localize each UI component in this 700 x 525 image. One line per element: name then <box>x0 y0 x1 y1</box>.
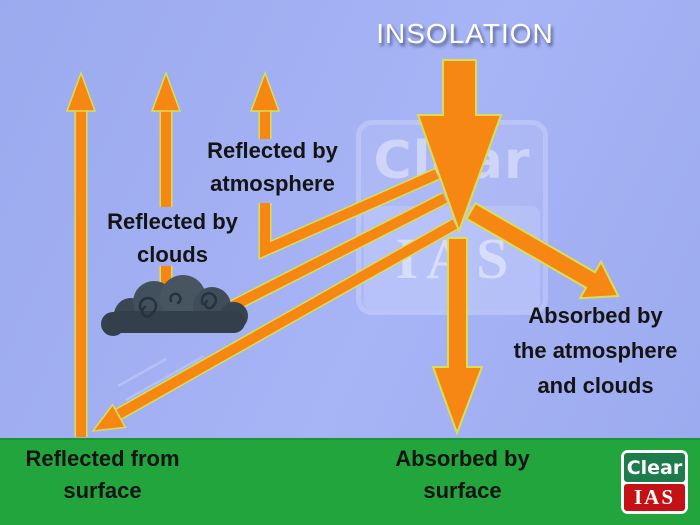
ground-surface <box>0 438 700 525</box>
clearias-logo-clear: Clear <box>624 453 685 483</box>
label-line: and clouds <box>537 373 654 398</box>
label-line: Reflected from <box>25 446 180 471</box>
label-line: Absorbed by <box>395 446 530 471</box>
label-reflected-by-atmosphere: Reflected by atmosphere <box>185 134 360 200</box>
diagram-title: INSOLATION <box>376 18 554 49</box>
clearias-logo-ias: IAS <box>624 484 685 511</box>
label-line: Absorbed by <box>528 303 663 328</box>
label-line: Reflected by <box>207 138 338 163</box>
insolation-down-arrow <box>416 59 503 234</box>
label-line: clouds <box>137 242 208 267</box>
label-reflected-by-clouds: Reflected by clouds <box>90 205 255 271</box>
label-line: surface <box>423 478 502 503</box>
absorbed-by-surface-arrow <box>431 237 484 436</box>
label-line: the atmosphere <box>513 338 678 363</box>
label-line: surface <box>63 478 142 503</box>
reflected-from-surface-arrow <box>65 70 97 437</box>
label-reflected-from-surface: Reflected from surface <box>15 443 190 507</box>
absorbed-by-atmosphere-arrow <box>465 201 620 300</box>
label-line: atmosphere <box>210 171 335 196</box>
storm-cloud-icon <box>101 275 248 336</box>
reflected-by-atmosphere-arrow <box>249 70 440 260</box>
label-line: Reflected by <box>107 209 238 234</box>
surface-incident-ray-arrow <box>91 218 459 432</box>
cloud-streaks <box>117 354 205 402</box>
label-absorbed-by-atmosphere: Absorbed by the atmosphere and clouds <box>503 298 688 403</box>
label-absorbed-by-surface: Absorbed by surface <box>375 443 550 507</box>
clearias-logo: Clear IAS <box>621 450 688 514</box>
